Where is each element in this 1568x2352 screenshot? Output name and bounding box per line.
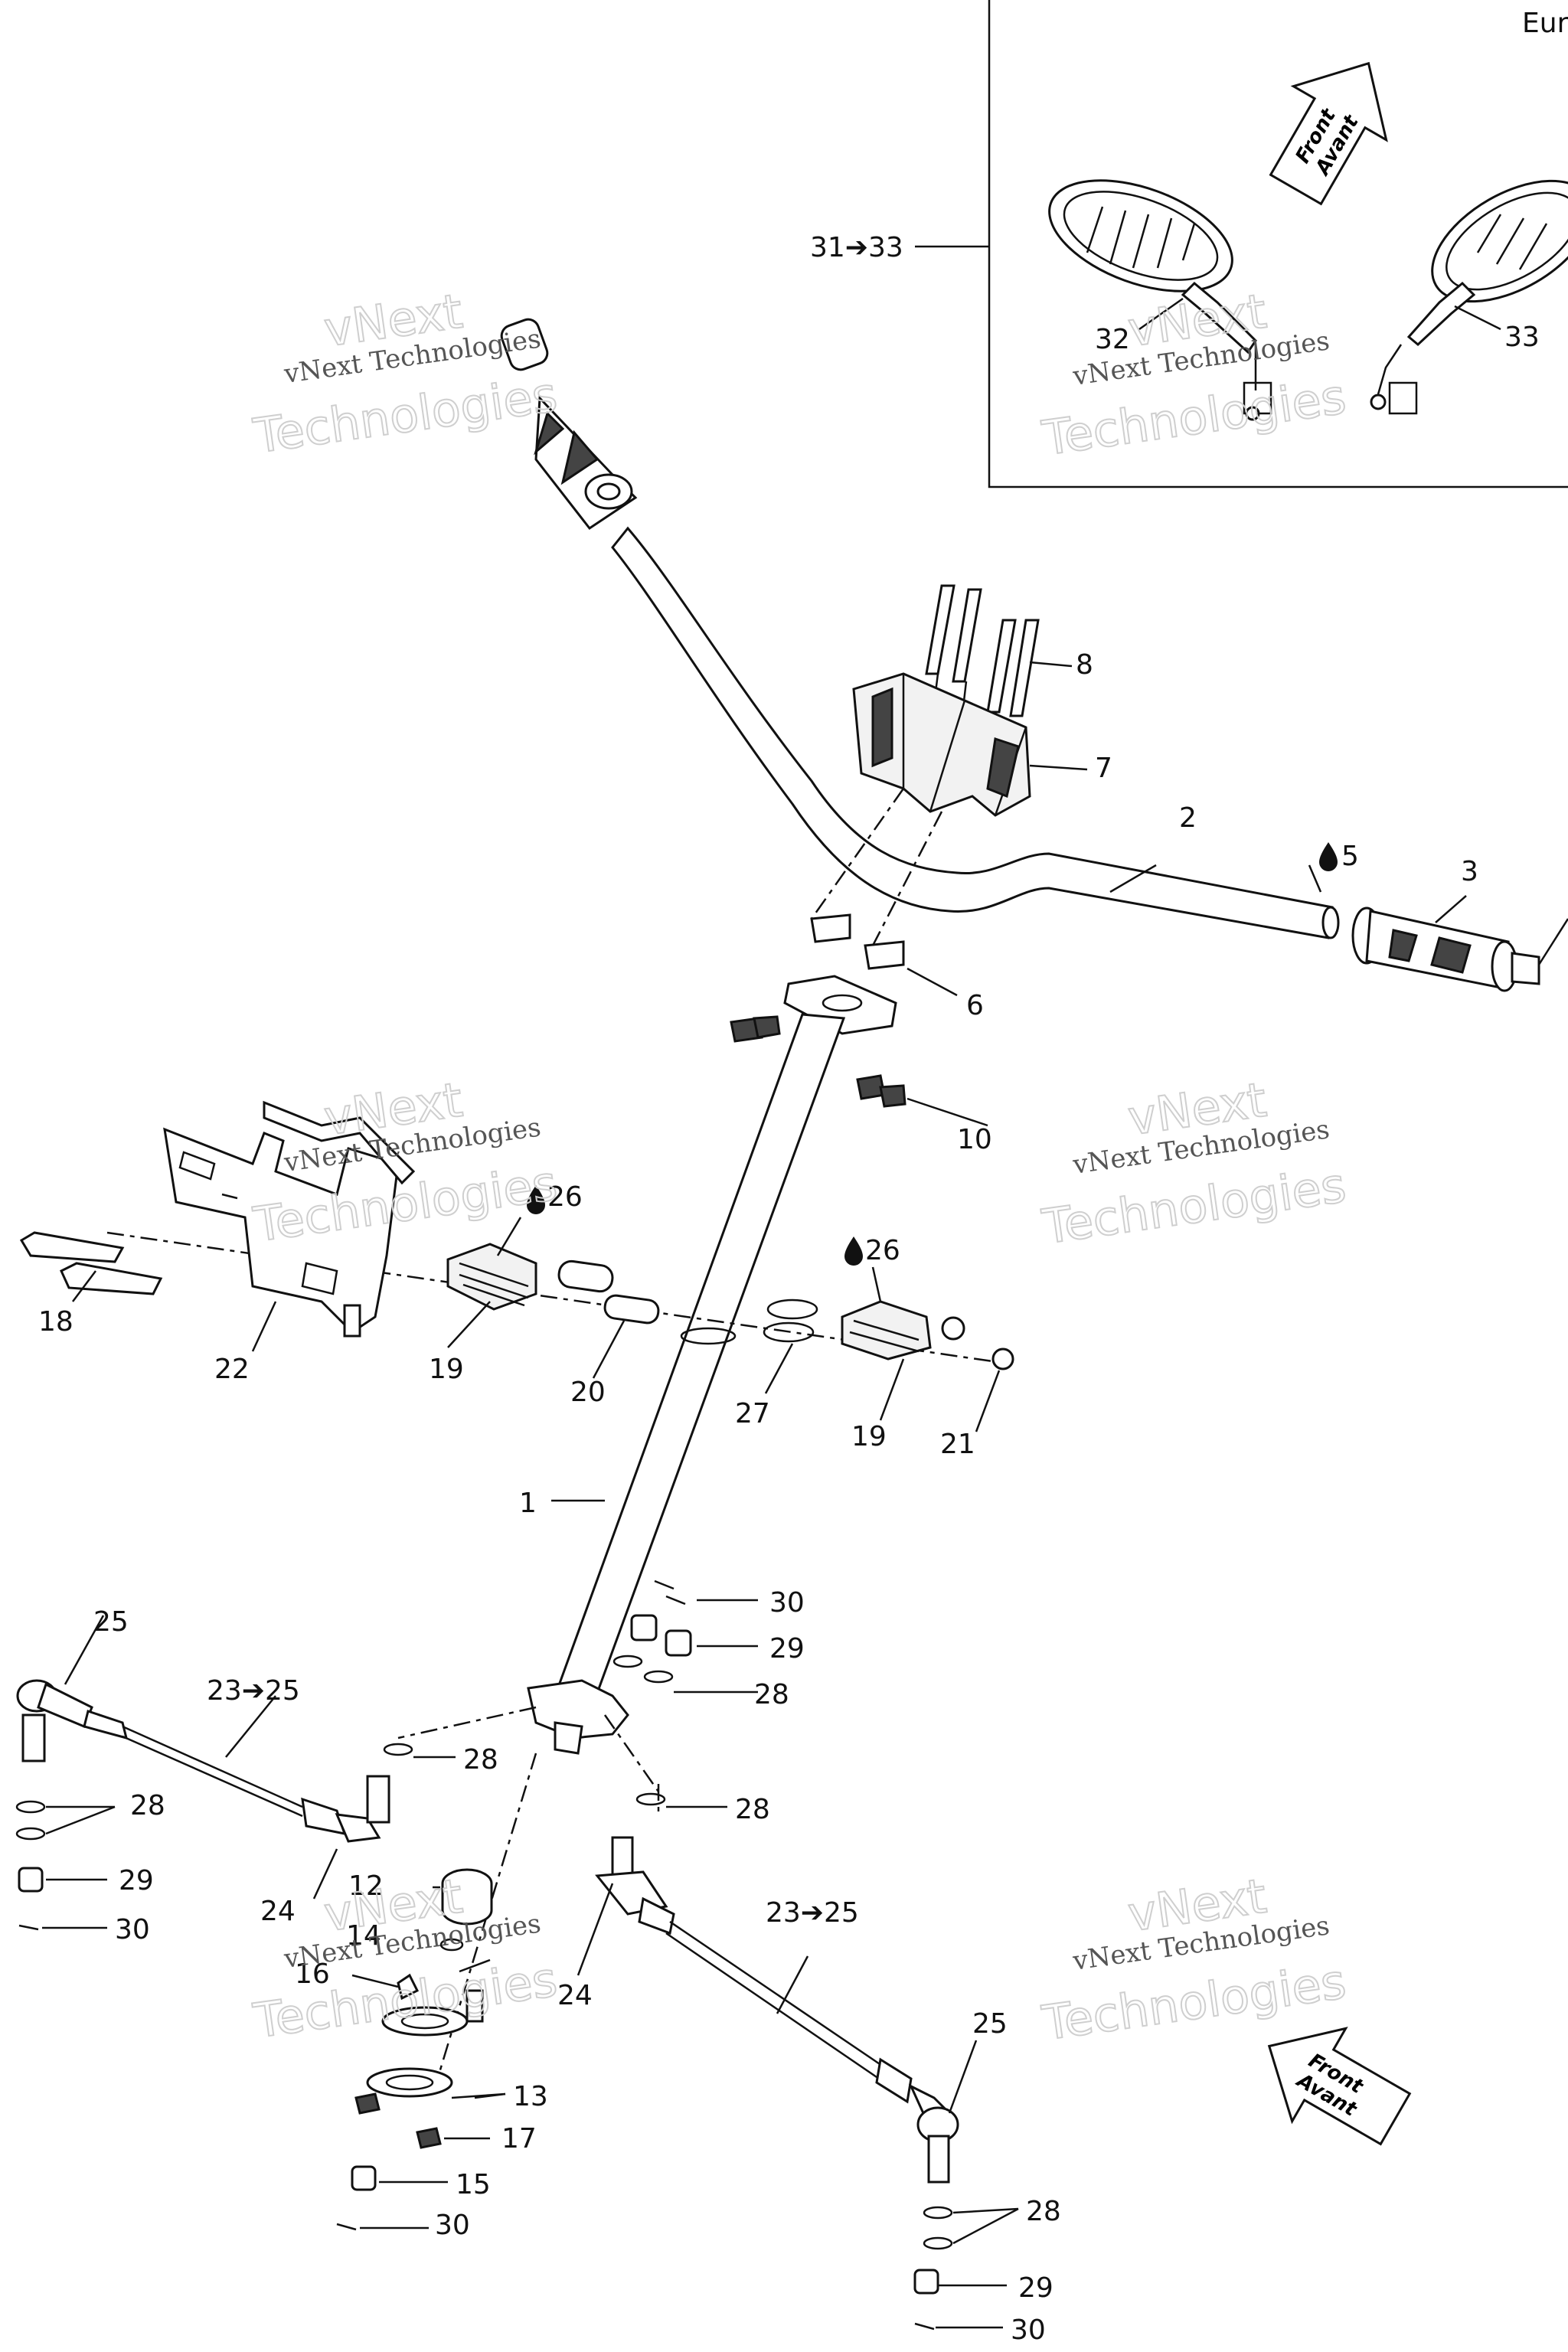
oil-drop-icon — [1319, 842, 1338, 871]
spacer-20b-icon — [603, 1294, 660, 1325]
callout-1: 1 — [519, 1488, 537, 1519]
callout-28b: 28 — [463, 1744, 498, 1775]
grip-right-icon — [1351, 906, 1568, 992]
callout-19a: 19 — [429, 1354, 464, 1385]
callout-2: 2 — [1179, 802, 1197, 834]
callout-10: 10 — [957, 1124, 992, 1155]
callout-17: 17 — [501, 2123, 537, 2154]
callout-16: 16 — [295, 1958, 330, 1990]
callout-23b: 23➔25 — [766, 1897, 859, 1929]
washer-27b-icon — [763, 1321, 815, 1343]
nuts-10-icon — [730, 1015, 906, 1108]
callout-28a: 28 — [754, 1679, 789, 1710]
watermark-5: vNext vNext Technologies Technologies — [249, 1867, 561, 2050]
callout-18: 18 — [38, 1306, 74, 1338]
handlebar-clamp-icon — [852, 672, 1031, 817]
callout-15: 15 — [456, 2169, 491, 2200]
mirror-right-icon — [1370, 179, 1568, 415]
watermark-1: vNext vNext Technologies Technologies — [249, 283, 561, 466]
callout-23a: 23➔25 — [207, 1675, 300, 1707]
callout-labels: 8 7 2 5 3 6 10 26 26 18 22 19 20 27 19 2… — [38, 649, 1478, 2346]
watermark-2: vNext vNext Technologies Technologies — [1038, 283, 1351, 468]
handlebar-icon — [611, 526, 1340, 939]
callout-12: 12 — [348, 1870, 384, 1902]
callout-7: 7 — [1095, 753, 1112, 784]
callout-26a: 26 — [547, 1181, 583, 1213]
callout-21: 21 — [940, 1429, 975, 1460]
bushing-19-left-icon — [446, 1243, 537, 1311]
callout-33: 33 — [1504, 322, 1540, 353]
callout-29a: 29 — [769, 1633, 805, 1664]
front-arrow-icon: Front Avant — [1269, 61, 1388, 206]
callout-28c: 28 — [130, 1790, 165, 1821]
callout-24b: 24 — [557, 1980, 593, 2011]
callout-30c: 30 — [435, 2210, 470, 2241]
inset-box: Eur 31➔33 Front Avant 32 33 — [810, 0, 1568, 488]
lower-clamp-icon — [783, 913, 905, 1035]
bushing-19-right-icon — [841, 1300, 965, 1361]
front-arrow-icon: Front Avant — [1267, 2027, 1412, 2146]
watermark-4: vNext vNext Technologies Technologies — [1038, 1071, 1351, 1256]
callout-30d: 30 — [1011, 2314, 1046, 2346]
callout-25b: 25 — [972, 2008, 1008, 2040]
callout-24a: 24 — [260, 1896, 296, 1927]
callout-8: 8 — [1076, 649, 1093, 681]
washer-27a-icon — [766, 1298, 818, 1320]
nut-21-icon — [991, 1348, 1014, 1370]
bolts-18-icon — [19, 1231, 163, 1295]
callout-19b: 19 — [851, 1421, 887, 1452]
callout-22: 22 — [214, 1354, 250, 1385]
callout-29c: 29 — [1018, 2272, 1054, 2304]
inset-region-label: Eur — [1522, 8, 1568, 39]
leader-lines — [42, 661, 1467, 2329]
tie-rod-right-icon — [595, 1836, 959, 2331]
callout-3: 3 — [1461, 856, 1478, 887]
callout-26b: 26 — [865, 1235, 900, 1266]
lower-hardware-icon — [383, 1579, 692, 1806]
mirror-left-icon — [1048, 179, 1272, 421]
oil-drop-icon — [844, 1236, 863, 1266]
callout-28e: 28 — [1026, 2196, 1061, 2227]
callout-13: 13 — [513, 2081, 548, 2112]
steering-column-icon — [527, 1013, 846, 1755]
callout-5: 5 — [1341, 841, 1359, 872]
tie-rod-left-icon — [15, 1679, 390, 1931]
inset-range-label: 31➔33 — [810, 232, 903, 263]
watermark-6: vNext vNext Technologies Technologies — [1038, 1867, 1351, 2053]
callout-28d: 28 — [735, 1794, 770, 1825]
callout-29b: 29 — [119, 1865, 154, 1896]
callout-27: 27 — [735, 1398, 770, 1429]
bearing-stack-icon — [336, 1868, 493, 2231]
grip-left-icon — [500, 318, 638, 531]
callout-25a: 25 — [93, 1606, 129, 1638]
callout-14: 14 — [346, 1920, 381, 1952]
callout-6: 6 — [966, 990, 984, 1021]
oil-drop-icon — [527, 1185, 545, 1214]
callout-20: 20 — [570, 1377, 606, 1408]
spacer-20a-icon — [557, 1259, 614, 1293]
watermark-3: vNext vNext Technologies Technologies — [249, 1071, 561, 1254]
callout-30b: 30 — [115, 1914, 150, 1945]
bracket-icon — [163, 1100, 416, 1338]
callout-32: 32 — [1095, 324, 1130, 355]
callout-30a: 30 — [769, 1587, 805, 1619]
